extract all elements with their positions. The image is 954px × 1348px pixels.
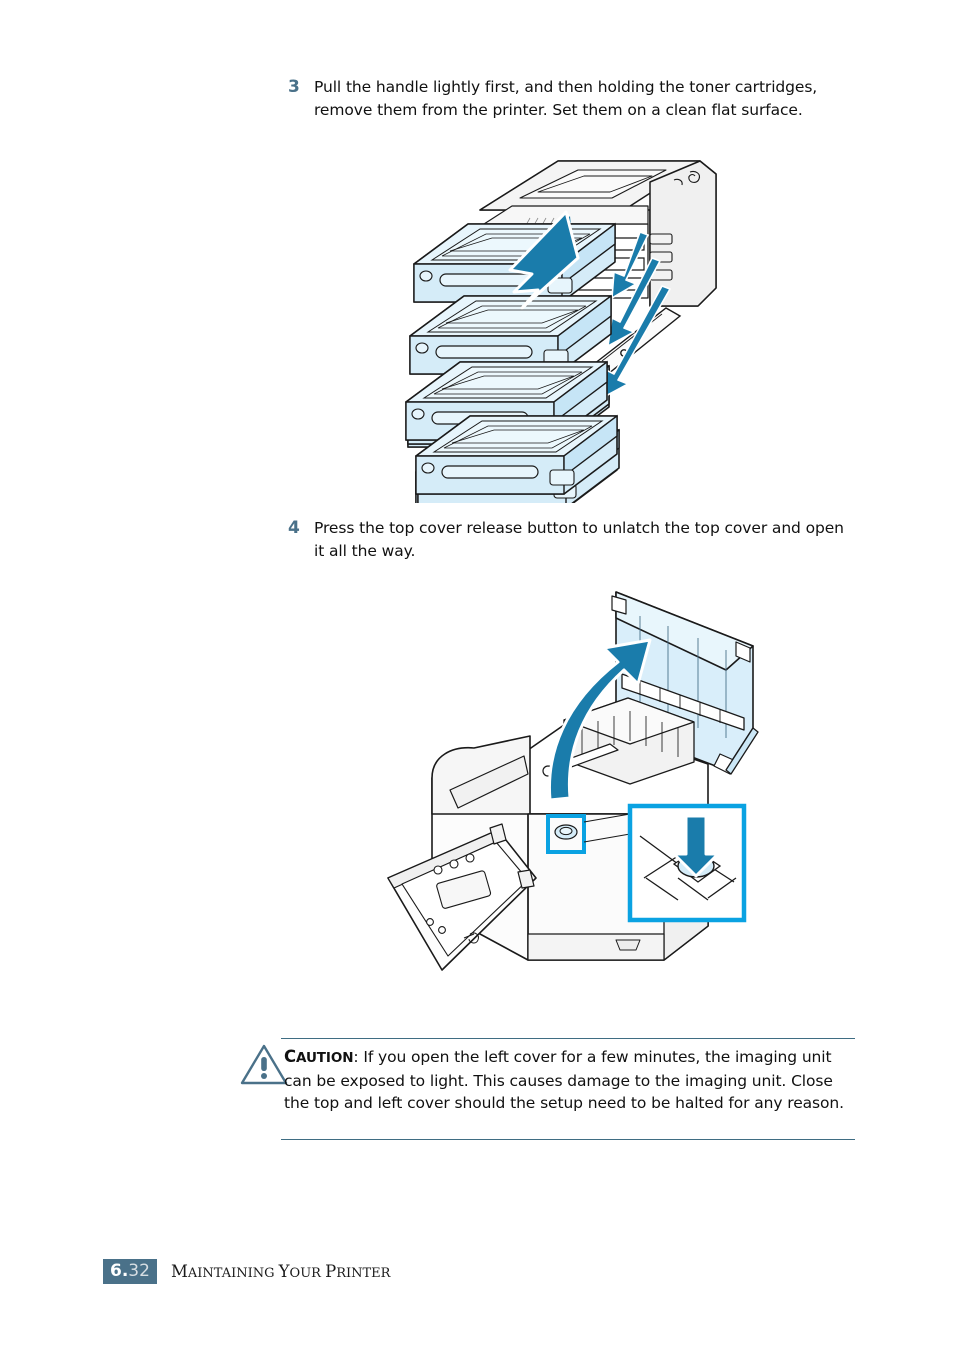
caution-label-rest: AUTION	[296, 1050, 354, 1066]
footer-word-3-rest: RINTER	[336, 1266, 391, 1281]
warning-triangle-icon	[239, 1042, 289, 1087]
caution-text: CAUTION: If you open the left cover for …	[284, 1046, 856, 1115]
page-number-bold: 6.	[110, 1261, 129, 1281]
footer-word-1-cap: M	[170, 1262, 188, 1281]
release-button-highlight	[546, 814, 586, 854]
release-button-callout	[627, 803, 747, 923]
caution-separator: :	[353, 1048, 364, 1066]
step-3-text: Pull the handle lightly first, and then …	[314, 78, 818, 119]
step-4: 4 Press the top cover release button to …	[288, 517, 853, 562]
caution-body: If you open the left cover for a few min…	[284, 1048, 844, 1112]
step-4-text: Press the top cover release button to un…	[314, 519, 844, 560]
footer-word-3-cap: P	[325, 1262, 337, 1281]
step-4-number: 4	[288, 518, 300, 538]
step-3-number: 3	[288, 77, 300, 97]
toner-cartridge-stack	[398, 158, 748, 503]
footer-word-2-rest: OUR	[289, 1266, 321, 1281]
caution-label: CAUTION	[284, 1047, 354, 1066]
caution-rule-top	[281, 1038, 855, 1039]
page-number-badge: 6.32	[103, 1259, 157, 1284]
top-cover-open-illustration	[378, 578, 783, 1013]
caution-rule-bottom	[281, 1139, 855, 1140]
page-number-light: 32	[128, 1261, 150, 1281]
footer-chapter-title: MAINTAINING YOUR PRINTER	[171, 1262, 391, 1281]
caution-label-initial: C	[284, 1047, 297, 1066]
footer-word-2-cap: Y	[278, 1262, 290, 1281]
step-3: 3 Pull the handle lightly first, and the…	[288, 76, 848, 121]
page-footer: 6.32 MAINTAINING YOUR PRINTER	[103, 1259, 390, 1284]
footer-word-1-rest: AINTAINING	[187, 1266, 275, 1281]
